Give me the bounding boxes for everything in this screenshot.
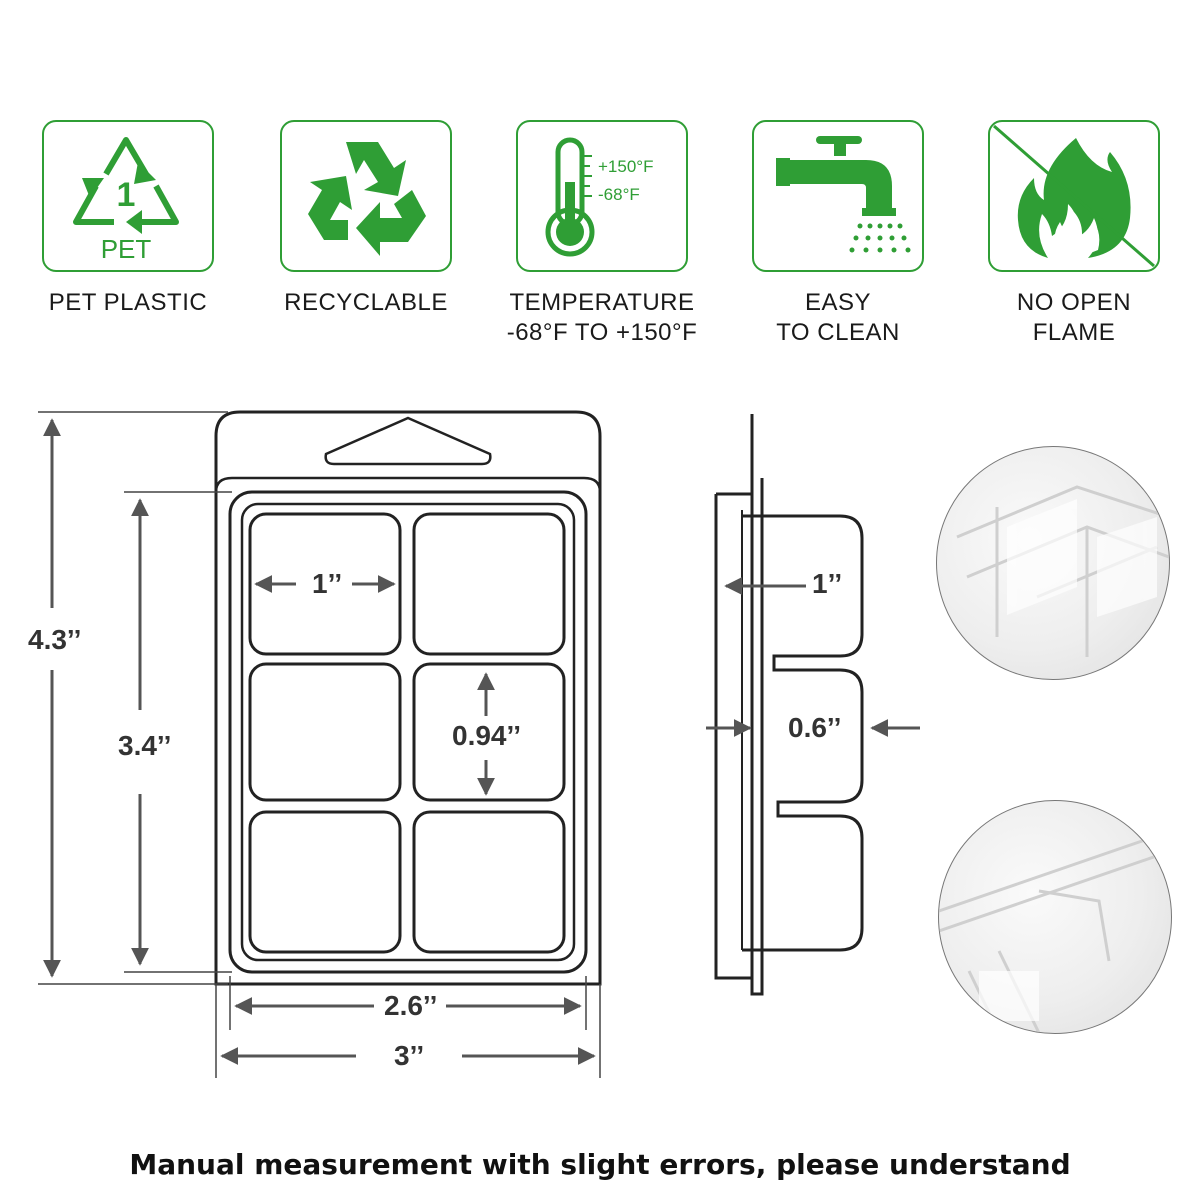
feature-label: NO OPEN FLAME [948,288,1200,348]
feature-label-line1: RECYCLABLE [284,289,448,316]
feature-label: TEMPERATURE -68°F TO +150°F [476,288,728,348]
feature-no-open-flame: NO OPEN FLAME [988,120,1160,346]
feature-label-line2: TO CLEAN [776,319,900,346]
overall-width-label: 3’’ [390,1040,429,1072]
feature-recyclable: RECYCLABLE [280,120,452,316]
feature-pet-plastic: 1 PET PET PLASTIC [42,120,214,316]
no-flame-badge [988,120,1160,272]
side-profile [742,514,864,952]
no-flame-icon [993,124,1155,268]
feature-label: RECYCLABLE [240,288,492,318]
side-cavity-width-label: 1’’ [808,568,847,600]
clamshell-outline [214,410,602,986]
footer-note: Manual measurement with slight errors, p… [129,1148,1071,1181]
temp-low-text: -68°F [598,185,640,204]
cavity-area-height-label: 3.4’’ [114,730,176,762]
tray-inner-rim [240,502,576,962]
dimension-drawing [38,410,920,1078]
feature-label: PET PLASTIC [2,288,254,318]
detail-photo-cavities [936,446,1170,680]
detail-photo-rim [938,800,1172,1034]
feature-label-line1: TEMPERATURE [509,289,695,316]
feature-temperature: +150°F -68°F TEMPERATURE -68°F TO +150°F [507,120,697,346]
cavity [248,512,402,656]
backing-card [750,414,764,996]
cavity [248,810,402,954]
recyclable-badge [280,120,452,272]
easy-clean-badge [752,120,924,272]
recycle-icon [308,142,426,256]
pet-material-text: PET [101,234,152,264]
water-faucet-icon [776,136,911,253]
cavity [248,662,402,802]
feature-easy-clean: EASY TO CLEAN [752,120,924,346]
feature-label-line2: -68°F TO +150°F [506,319,698,346]
recycle-pet-1-icon: 1 PET [73,137,179,264]
cavity-height-label: 0.94’’ [448,720,526,752]
feature-label-line2: FLAME [1032,319,1116,346]
tray-outer-rim [228,490,588,974]
cavity [412,512,566,656]
cavity-area-width-label: 2.6’’ [380,990,442,1022]
overall-height-label: 4.3’’ [24,624,86,656]
cavity [412,810,566,954]
feature-label: EASY TO CLEAN [712,288,964,348]
thermometer-icon: +150°F -68°F [545,137,653,257]
cavity-depth-label: 0.6’’ [784,712,846,744]
feature-label-line1: NO OPEN [1016,289,1132,316]
cavity [412,662,566,802]
pet-code-number: 1 [117,176,136,214]
temperature-badge: +150°F -68°F [516,120,688,272]
side-view [714,414,864,996]
temp-high-text: +150°F [598,157,653,176]
hang-hole [324,416,492,466]
feature-label-line1: EASY [804,289,872,316]
feature-label-line1: PET PLASTIC [48,289,208,316]
pet-plastic-badge: 1 PET [42,120,214,272]
front-view [214,410,602,986]
cavity-width-label: 1’’ [308,568,347,600]
